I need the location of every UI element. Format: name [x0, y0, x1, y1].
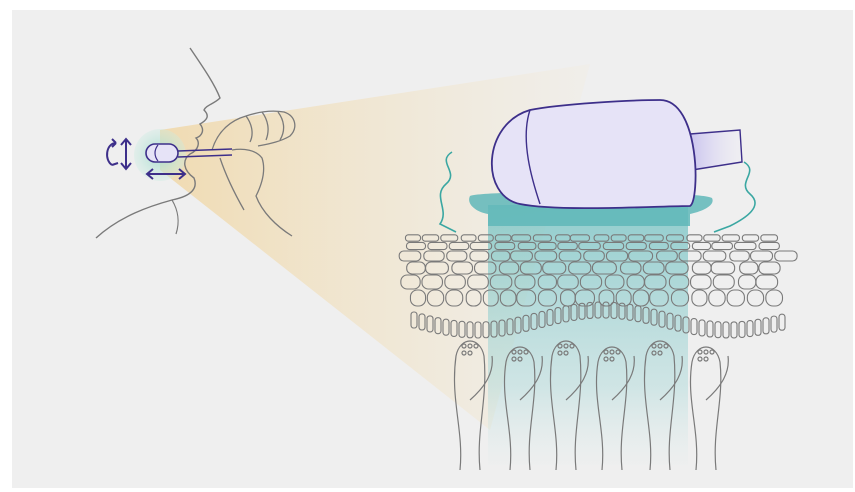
epithelial-cell — [766, 290, 783, 306]
epithelial-cell — [692, 242, 710, 249]
basal-cell — [707, 321, 713, 337]
epithelial-cell — [727, 290, 744, 306]
capillary-dot — [698, 350, 702, 354]
epithelial-cell — [722, 235, 739, 241]
epithelial-cell — [742, 235, 758, 241]
epithelial-cell — [704, 235, 720, 241]
epithelial-cell — [709, 290, 725, 306]
capillary-dot — [704, 357, 708, 361]
epithelial-cell — [740, 262, 758, 274]
neck-line — [172, 200, 178, 234]
basal-cell — [747, 321, 753, 337]
epithelial-cell — [734, 242, 756, 249]
epithelial-cell — [775, 251, 797, 261]
papilla — [690, 347, 720, 470]
epithelial-cell — [703, 251, 726, 261]
epithelial-cell — [713, 275, 734, 289]
capillary-dot — [698, 357, 702, 361]
vertical-arrow-icon — [121, 139, 131, 169]
epithelial-cell — [691, 275, 712, 289]
basal-cell — [723, 322, 729, 338]
epithelial-cell — [761, 235, 778, 241]
epithelial-cell — [687, 235, 702, 241]
large-lozenge — [492, 100, 742, 208]
epithelial-cell — [759, 262, 780, 274]
basal-cell — [771, 316, 777, 332]
basal-cell — [731, 322, 737, 338]
epithelial-cell — [747, 290, 763, 306]
epithelial-cell — [711, 262, 735, 274]
rotate-arrow-icon — [107, 139, 118, 165]
epithelial-cell — [756, 275, 778, 289]
epithelial-cell — [738, 275, 755, 289]
capillary-dot — [710, 350, 714, 354]
papilla-branch — [706, 356, 728, 400]
epithelial-cell — [751, 251, 773, 261]
capillary-dot — [704, 350, 708, 354]
epithelial-cell — [692, 290, 707, 306]
epithelial-cell — [692, 262, 711, 274]
epithelial-cell — [712, 242, 733, 249]
basal-cell — [739, 321, 745, 337]
epithelial-cell — [759, 242, 779, 249]
basal-cell — [699, 320, 705, 336]
basal-cell — [691, 319, 697, 335]
basal-cell — [763, 318, 769, 334]
basal-cell — [779, 314, 785, 330]
epithelial-cell — [730, 251, 750, 261]
basal-cell — [755, 319, 761, 335]
basal-cell — [715, 322, 721, 338]
